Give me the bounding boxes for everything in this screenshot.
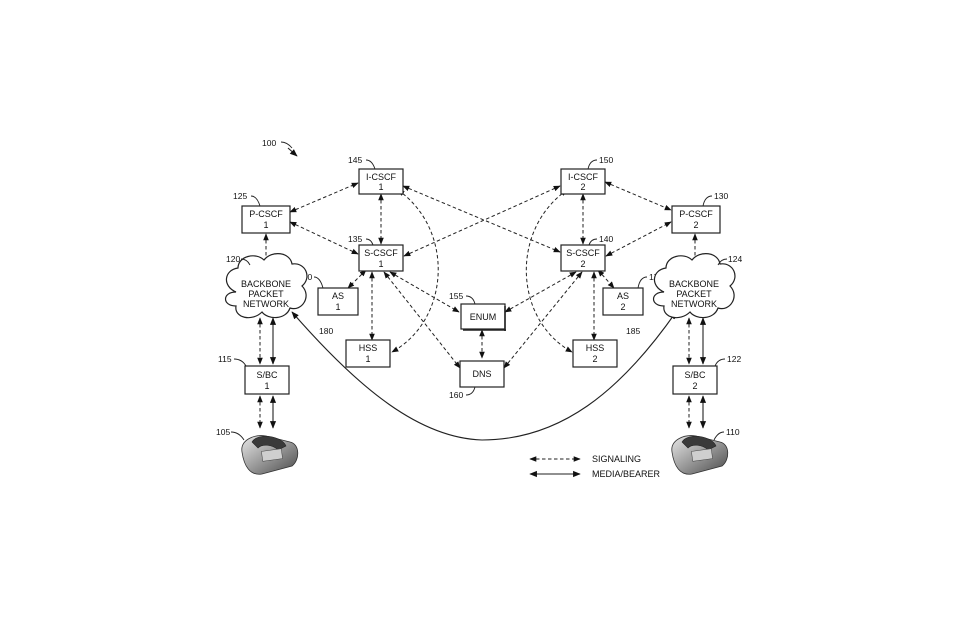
pcscf2-ref: 130 [714, 191, 728, 201]
sig-icscf1-scscf2 [402, 185, 561, 253]
pcscf1-label-1: P-CSCF [249, 209, 283, 219]
icscf2-node[interactable]: I-CSCF 2 150 [560, 155, 613, 195]
sig-scscf2-as2 [597, 269, 615, 289]
sig-pcscf1-icscf1 [289, 182, 359, 213]
hss2-ref: 185 [626, 326, 640, 336]
sig-scscf1-dns [383, 271, 461, 369]
phone-2-icon[interactable]: 110 [671, 427, 740, 475]
sig-icscf1-hss1 [391, 189, 439, 353]
network2-label-3: NETWORK [671, 299, 717, 309]
media-network1-network2 [291, 311, 677, 441]
pcscf1-ref: 125 [233, 191, 247, 201]
figure-ref: 100 [262, 138, 276, 148]
pcscf2-label-1: P-CSCF [679, 209, 713, 219]
dns-label: DNS [472, 369, 491, 379]
enum-label: ENUM [470, 312, 497, 322]
icscf2-label-1: I-CSCF [568, 172, 598, 182]
backbone-network-1[interactable]: BACKBONE PACKET NETWORK 120 [224, 253, 308, 319]
hss1-node[interactable]: HSS 1 180 [319, 326, 391, 368]
sig-icscf2-hss2 [525, 189, 573, 353]
backbone-network-2[interactable]: BACKBONE PACKET NETWORK 124 [652, 253, 743, 319]
icscf2-label-2: 2 [580, 182, 585, 192]
as1-label-1: AS [332, 291, 344, 301]
icscf2-ref: 150 [599, 155, 613, 165]
scscf2-label-1: S-CSCF [566, 248, 600, 258]
network2-label-2: PACKET [676, 289, 712, 299]
network1-label-3: NETWORK [243, 299, 289, 309]
legend: SIGNALING MEDIA/BEARER [529, 454, 661, 479]
phone1-ref: 105 [216, 427, 230, 437]
pcscf1-label-2: 1 [263, 220, 268, 230]
as1-label-2: 1 [335, 302, 340, 312]
icscf1-label-2: 1 [378, 182, 383, 192]
hss2-node[interactable]: HSS 2 185 [572, 326, 640, 368]
scscf1-label-1: S-CSCF [364, 248, 398, 258]
dns-node[interactable]: DNS 160 [449, 360, 505, 400]
sig-scscf1-as1 [347, 269, 367, 289]
scscf1-label-2: 1 [378, 259, 383, 269]
figure-ref-arrow [287, 147, 298, 157]
icscf1-ref: 145 [348, 155, 362, 165]
phone-1-icon[interactable]: 105 [216, 427, 299, 475]
sbc2-label-2: 2 [692, 381, 697, 391]
network1-label-1: BACKBONE [241, 279, 291, 289]
sig-pcscf1-scscf1 [289, 221, 359, 255]
sbc1-label-1: S/BC [256, 370, 278, 380]
sbc1-label-2: 1 [264, 381, 269, 391]
sbc2-ref: 122 [727, 354, 741, 364]
network1-ref: 120 [226, 254, 240, 264]
network2-ref: 124 [728, 254, 742, 264]
phone2-ref: 110 [726, 427, 740, 437]
signaling-links [257, 181, 698, 429]
hss1-ref: 180 [319, 326, 333, 336]
sbc2-node[interactable]: S/BC 2 122 [672, 354, 741, 395]
sig-scscf1-icscf2 [403, 185, 561, 257]
scscf2-ref: 140 [599, 234, 613, 244]
hss2-label-1: HSS [586, 343, 605, 353]
enum-ref: 155 [449, 291, 463, 301]
network2-label-1: BACKBONE [669, 279, 719, 289]
sig-icscf2-pcscf2 [604, 181, 672, 211]
icscf1-node[interactable]: I-CSCF 1 145 [348, 155, 404, 195]
dns-ref: 160 [449, 390, 463, 400]
figure-ref-leader [280, 141, 293, 149]
hss1-label-2: 1 [365, 354, 370, 364]
enum-node[interactable]: ENUM 155 [449, 291, 506, 331]
sig-scscf2-pcscf2 [605, 221, 672, 257]
legend-media-label: MEDIA/BEARER [592, 469, 661, 479]
scscf1-ref: 135 [348, 234, 362, 244]
scscf2-label-2: 2 [580, 259, 585, 269]
scscf1-node[interactable]: S-CSCF 1 135 [348, 234, 404, 272]
sig-scscf2-dns [503, 271, 583, 369]
scscf2-node[interactable]: S-CSCF 2 140 [560, 234, 613, 272]
pcscf1-node[interactable]: P-CSCF 1 125 [233, 191, 291, 234]
hss1-label-1: HSS [359, 343, 378, 353]
media-links [269, 311, 707, 441]
sbc2-label-1: S/BC [684, 370, 706, 380]
network1-label-2: PACKET [248, 289, 284, 299]
as2-label-1: AS [617, 291, 629, 301]
legend-signaling-label: SIGNALING [592, 454, 641, 464]
icscf1-label-1: I-CSCF [366, 172, 396, 182]
hss2-label-2: 2 [592, 354, 597, 364]
as2-label-2: 2 [620, 302, 625, 312]
pcscf2-node[interactable]: P-CSCF 2 130 [671, 191, 728, 234]
sbc1-ref: 115 [218, 354, 232, 364]
pcscf2-label-2: 2 [693, 220, 698, 230]
sbc1-node[interactable]: S/BC 1 115 [218, 354, 290, 395]
